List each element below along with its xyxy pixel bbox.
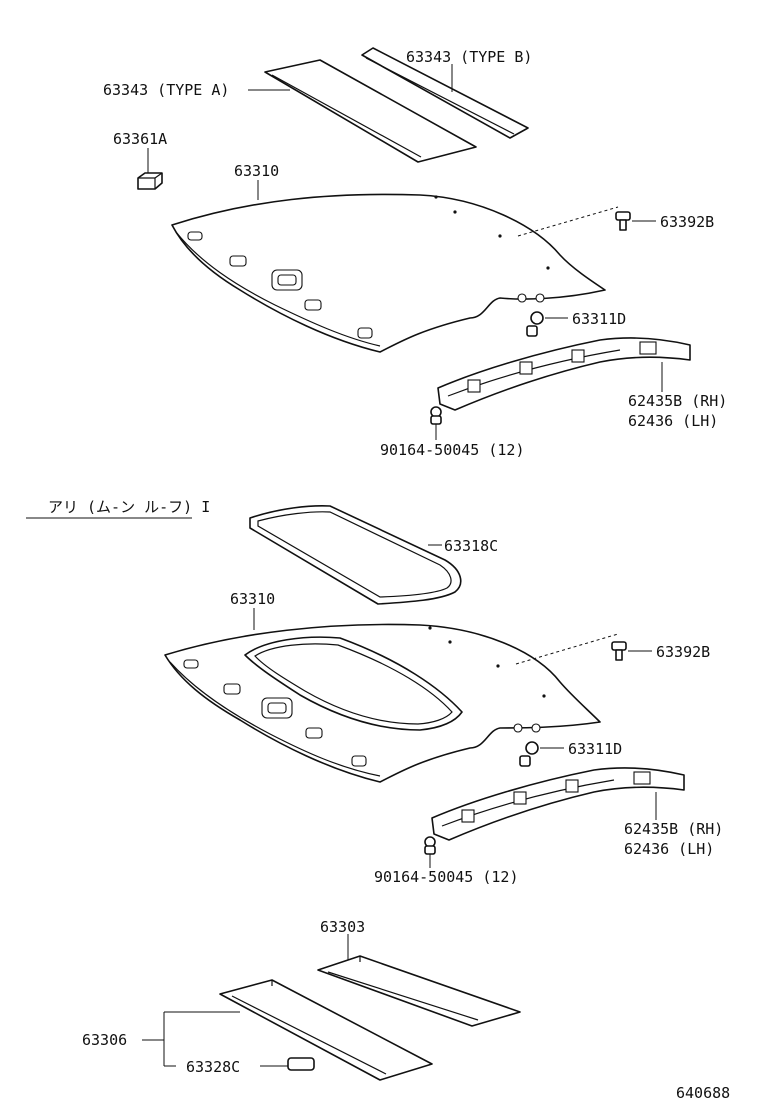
headlining-bottom	[164, 623, 601, 783]
pad-type-a	[264, 59, 477, 163]
sunshade-63303	[317, 955, 521, 1027]
leader-shade-rear	[142, 1011, 288, 1067]
label-rail-rh-bottom: 62435B (RH)	[624, 820, 723, 838]
label-pad-type-a: 63343 (TYPE A)	[103, 81, 229, 99]
screw-63311d-bottom	[519, 741, 539, 767]
label-clip-top: 63392B	[660, 213, 714, 231]
clip-63392b-top	[615, 211, 631, 231]
label-knob: 63328C	[186, 1058, 240, 1076]
dashed-clip-top	[517, 206, 619, 237]
roof-rail-bottom	[431, 767, 685, 841]
label-screw-top: 63311D	[572, 310, 626, 328]
label-rail-lh-top: 62436 (LH)	[628, 412, 718, 430]
sunshade-63306	[219, 979, 433, 1081]
clip-63392b-bottom	[611, 641, 627, 661]
label-shade-front: 63303	[320, 918, 365, 936]
label-headlining-bottom: 63310	[230, 590, 275, 608]
label-rail-rh-top: 62435B (RH)	[628, 392, 727, 410]
label-seal: 63318C	[444, 537, 498, 555]
label-screw-bottom: 63311D	[568, 740, 622, 758]
roof-rail-top	[437, 337, 691, 411]
knob-63328c	[287, 1057, 315, 1071]
label-pad-type-b: 63343 (TYPE B)	[406, 48, 532, 66]
section-header: アリ (ム-ン ル-フ) I	[48, 498, 210, 516]
label-clip-bottom: 63392B	[656, 643, 710, 661]
screw-63311d-top	[526, 311, 544, 337]
bolt-90164-bottom	[424, 836, 436, 855]
label-block: 63361A	[113, 130, 167, 148]
label-rail-lh-bottom: 62436 (LH)	[624, 840, 714, 858]
block-63361a	[137, 172, 163, 190]
catalog-number: 640688	[676, 1084, 730, 1102]
seal-63318c	[249, 505, 462, 605]
label-headlining-top: 63310	[234, 162, 279, 180]
label-bolt-top: 90164-50045 (12)	[380, 441, 525, 459]
bolt-90164-top	[430, 406, 442, 425]
pad-type-b	[361, 47, 529, 139]
label-bolt-bottom: 90164-50045 (12)	[374, 868, 519, 886]
headlining-top	[171, 193, 606, 353]
label-shade-rear: 63306	[82, 1031, 127, 1049]
